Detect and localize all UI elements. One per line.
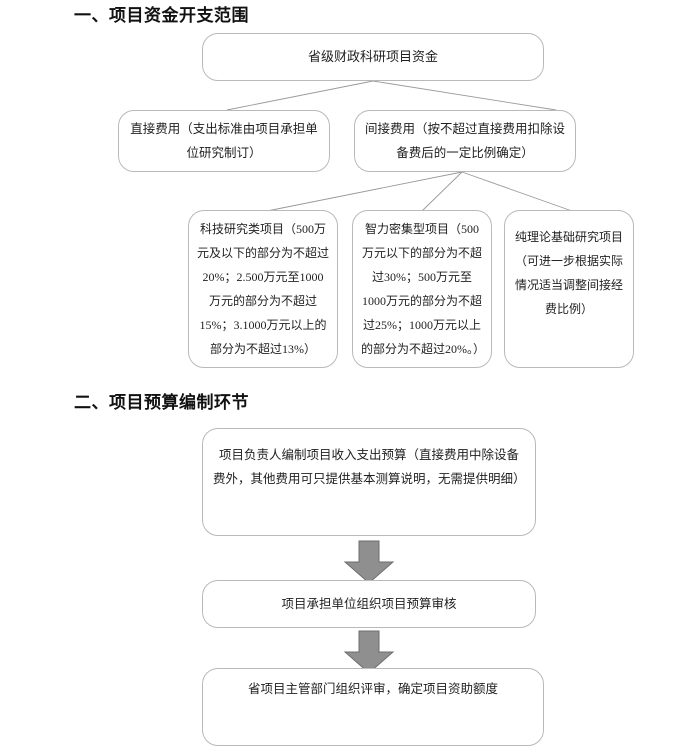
node-label: 项目承担单位组织项目预算审核 — [281, 596, 457, 611]
node-label: 省级财政科研项目资金 — [307, 49, 438, 65]
node-budget-step-unit-review[interactable]: 项目承担单位组织项目预算审核 — [202, 580, 536, 628]
node-tech-research-projects[interactable]: 科技研究类项目（500万元及以下的部分为不超过20%；2.500万元至1000万… — [188, 210, 338, 368]
down-arrow-icon — [343, 540, 395, 584]
node-pure-theory-projects[interactable]: 纯理论基础研究项目（可进一步根据实际情况适当调整间接经费比例） — [504, 210, 634, 368]
node-indirect-cost[interactable]: 间接费用（按不超过直接费用扣除设备费后的一定比例确定） — [354, 110, 576, 172]
down-arrow-icon — [343, 630, 395, 674]
node-label: 间接费用（按不超过直接费用扣除设备费后的一定比例确定） — [365, 121, 566, 160]
node-label: 直接费用（支出标准由项目承担单位研究制订） — [130, 121, 318, 160]
node-budget-step-provincial-review[interactable]: 省项目主管部门组织评审，确定项目资助额度 — [202, 668, 544, 746]
section-heading-1: 一、项目资金开支范围 — [74, 6, 249, 26]
section-heading-2: 二、项目预算编制环节 — [74, 393, 249, 413]
node-label: 项目负责人编制项目收入支出预算（直接费用中除设备费外，其他费用可只提供基本测算说… — [213, 448, 526, 487]
node-label: 纯理论基础研究项目（可进一步根据实际情况适当调整间接经费比例） — [514, 230, 623, 316]
node-intelligence-intensive-projects[interactable]: 智力密集型项目（500万元以下的部分为不超过30%；500万元至1000万元的部… — [352, 210, 492, 368]
node-label: 智力密集型项目（500万元以下的部分为不超过30%；500万元至1000万元的部… — [361, 222, 485, 356]
node-label: 省项目主管部门组织评审，确定项目资助额度 — [247, 682, 498, 696]
node-provincial-research-funding[interactable]: 省级财政科研项目资金 — [202, 33, 544, 81]
node-label: 科技研究类项目（500万元及以下的部分为不超过20%；2.500万元至1000万… — [197, 222, 330, 356]
node-budget-step-prepare[interactable]: 项目负责人编制项目收入支出预算（直接费用中除设备费外，其他费用可只提供基本测算说… — [202, 428, 536, 536]
node-direct-cost[interactable]: 直接费用（支出标准由项目承担单位研究制订） — [118, 110, 330, 172]
